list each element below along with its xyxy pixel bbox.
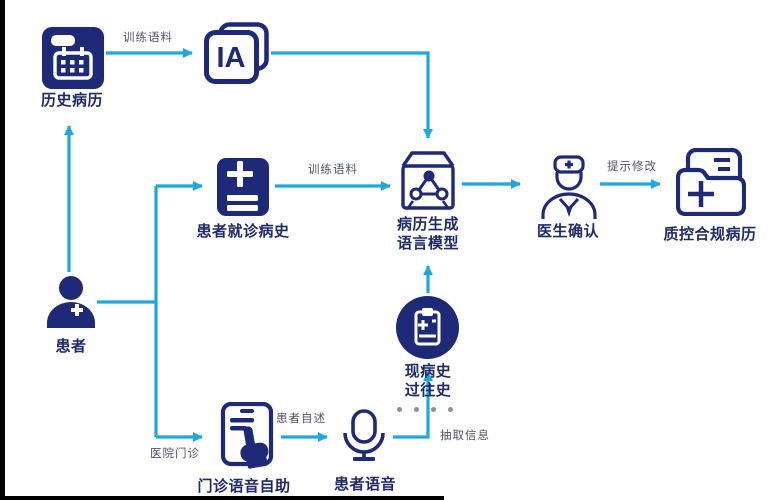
node-label-visit-history: 患者就诊病史: [196, 223, 290, 240]
ia-stacked-cards-icon: IA: [204, 22, 270, 84]
edge-label-prompt-revision: 提示修改: [607, 161, 657, 173]
tablet-hand-icon: [214, 402, 278, 470]
edge-label-hospital-outpatient: 医院门诊: [150, 448, 200, 460]
node-label-patient-voice: 患者语音: [333, 476, 396, 493]
node-label-generation-model: 病历生成 语言模型: [394, 215, 462, 253]
history-label-line1: 现病史: [404, 363, 452, 380]
node-label-patient: 患者: [55, 338, 87, 355]
letterbox-bottom-bar: [0, 496, 444, 500]
network-box-icon: [400, 150, 456, 212]
history-label-line2: 过往史: [404, 382, 452, 399]
edge-label-patient-narration: 患者自述: [276, 413, 326, 425]
ia-text: IA: [217, 42, 246, 74]
record-folder-icon: [676, 148, 746, 216]
model-label-line2: 语言模型: [396, 235, 459, 252]
doctor-icon: [540, 155, 598, 219]
clipboard-circle-icon: [396, 296, 459, 359]
node-label-history-extract: 现病史 过往史: [398, 362, 458, 400]
edge-label-train-corpus-top: 训练语料: [123, 32, 173, 44]
node-label-kiosk: 门诊语音自助: [197, 478, 291, 495]
microphone-icon: [342, 409, 386, 461]
model-label-line1: 病历生成: [396, 216, 459, 233]
node-label-qc-record: 质控合规病历: [663, 226, 757, 243]
edge-label-extract-info: 抽取信息: [440, 430, 490, 442]
node-label-historical-records: 历史病历: [40, 92, 103, 109]
patient-person-icon: [46, 276, 96, 328]
edge-label-train-corpus-mid: 训练语料: [308, 164, 358, 176]
letterbox-left-bar: [0, 0, 5, 500]
archive-records-icon: [42, 27, 104, 89]
node-label-doctor-confirm: 医生确认: [536, 223, 599, 240]
medical-document-icon: [217, 158, 269, 216]
